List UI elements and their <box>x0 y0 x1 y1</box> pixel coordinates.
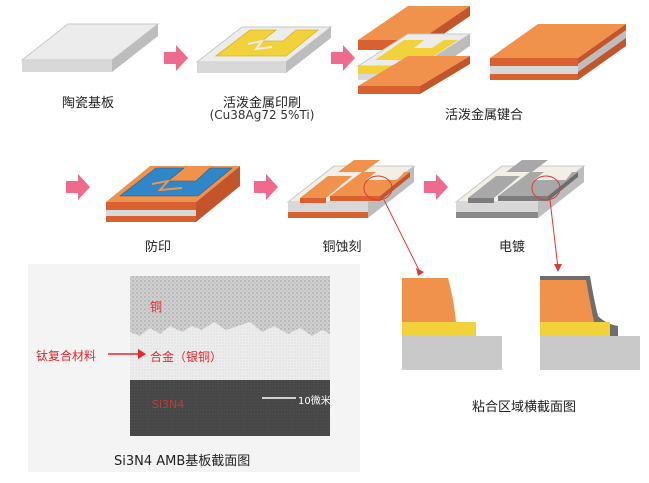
ceramic-substrate-illustration <box>20 23 160 72</box>
step-ceramic-label: 陶瓷基板 <box>61 96 115 111</box>
process-arrow-icon <box>254 174 278 200</box>
resist-pattern-illustration <box>106 166 240 222</box>
plated-bond-cross-section <box>540 276 640 370</box>
bonding-stack-illustration <box>356 6 472 94</box>
step-print-formula: (Cu38Ag72 5%Ti) <box>209 108 315 122</box>
bond-area-caption: 粘合区域横截面图 <box>471 400 577 415</box>
process-arrow-icon <box>424 174 448 200</box>
substrate-layer-label: Si3N4 <box>152 398 185 411</box>
etched-bond-cross-section <box>402 278 502 370</box>
titanium-pointer-label: 钛复合材料 <box>36 349 97 363</box>
plated-substrate-illustration <box>454 160 586 218</box>
process-arrow-icon <box>66 174 90 200</box>
etch-zoom-line <box>383 199 421 273</box>
step-resist-label: 防印 <box>144 240 172 255</box>
step-etch-label: 铜蚀刻 <box>322 240 362 255</box>
plate-zoom-line <box>549 199 559 269</box>
step-bond-label: 活泼金属键合 <box>444 108 524 123</box>
etch-zoom-marker <box>363 175 393 201</box>
alloy-layer-label: 合金（银铜） <box>150 350 223 364</box>
etched-copper-illustration <box>286 160 416 218</box>
sem-micrograph <box>108 276 330 436</box>
process-arrow-icon <box>164 45 188 71</box>
cross-section-caption: Si3N4 AMB基板截面图 <box>114 454 251 469</box>
bonded-substrate-illustration <box>490 24 626 80</box>
step-print-label: 活泼金属印刷 <box>222 96 302 111</box>
printed-substrate-illustration <box>195 26 333 73</box>
copper-layer-label: 铜 <box>150 300 163 314</box>
process-arrow-icon <box>331 45 355 71</box>
plate-zoom-marker <box>531 175 561 201</box>
step-plate-label: 电镀 <box>498 240 526 255</box>
scale-bar-label: 10微米 <box>298 396 331 407</box>
